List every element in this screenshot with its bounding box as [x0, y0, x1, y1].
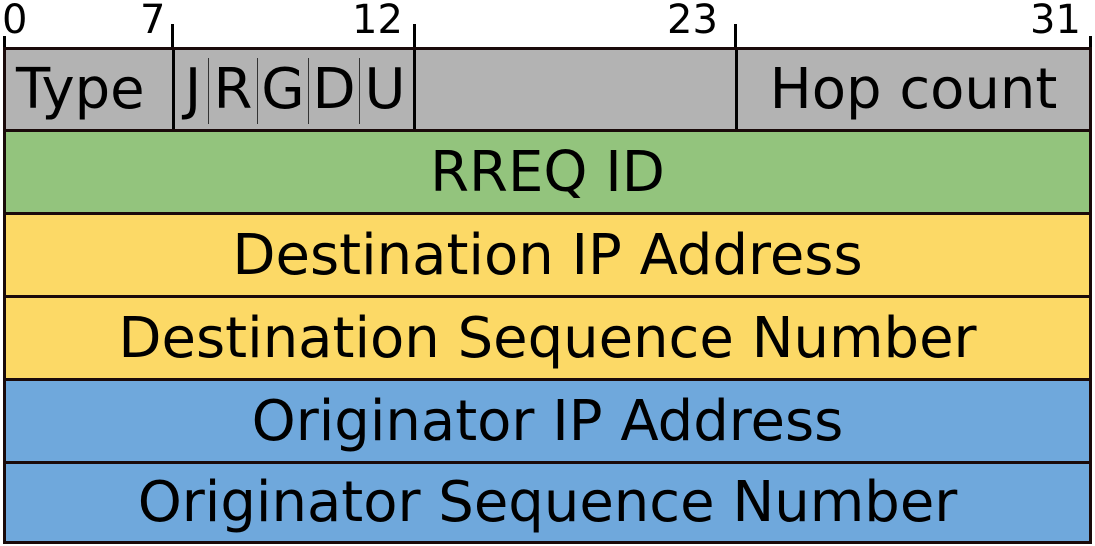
flag-divider: [208, 58, 209, 124]
originator-seq-row: Originator Sequence Number: [6, 464, 1089, 541]
bit-number-0: 0: [2, 0, 28, 43]
type-field: Type: [16, 57, 145, 122]
flags-reserved-divider: [413, 50, 416, 129]
type-flags-divider: [172, 50, 175, 129]
tick-12: [413, 24, 416, 48]
flag-g: G: [261, 57, 305, 122]
flag-divider: [257, 58, 258, 124]
bit-number-12: 12: [352, 0, 403, 43]
reserved-hop-divider: [735, 50, 738, 129]
rreq-packet-format: Type J R G D U Hop count RREQ ID Destina…: [3, 47, 1092, 544]
bit-number-7: 7: [140, 0, 166, 43]
flag-j: J: [184, 57, 202, 122]
flag-d: D: [312, 57, 356, 122]
flag-u: U: [364, 57, 406, 122]
header-row: Type J R G D U Hop count: [6, 50, 1089, 132]
tick-31: [1089, 36, 1092, 48]
bit-number-23: 23: [667, 0, 718, 43]
tick-7: [171, 24, 174, 48]
bit-number-31: 31: [1030, 0, 1081, 43]
flag-divider: [359, 58, 360, 124]
tick-23: [734, 24, 737, 48]
destination-seq-row: Destination Sequence Number: [6, 298, 1089, 381]
bit-ruler: 0 7 12 23 31: [0, 0, 1095, 48]
flag-r: R: [213, 57, 253, 122]
flag-divider: [308, 58, 309, 124]
tick-0: [3, 36, 6, 48]
destination-ip-row: Destination IP Address: [6, 215, 1089, 298]
rreq-id-row: RREQ ID: [6, 132, 1089, 215]
originator-ip-row: Originator IP Address: [6, 381, 1089, 464]
hop-count-field: Hop count: [769, 57, 1058, 122]
